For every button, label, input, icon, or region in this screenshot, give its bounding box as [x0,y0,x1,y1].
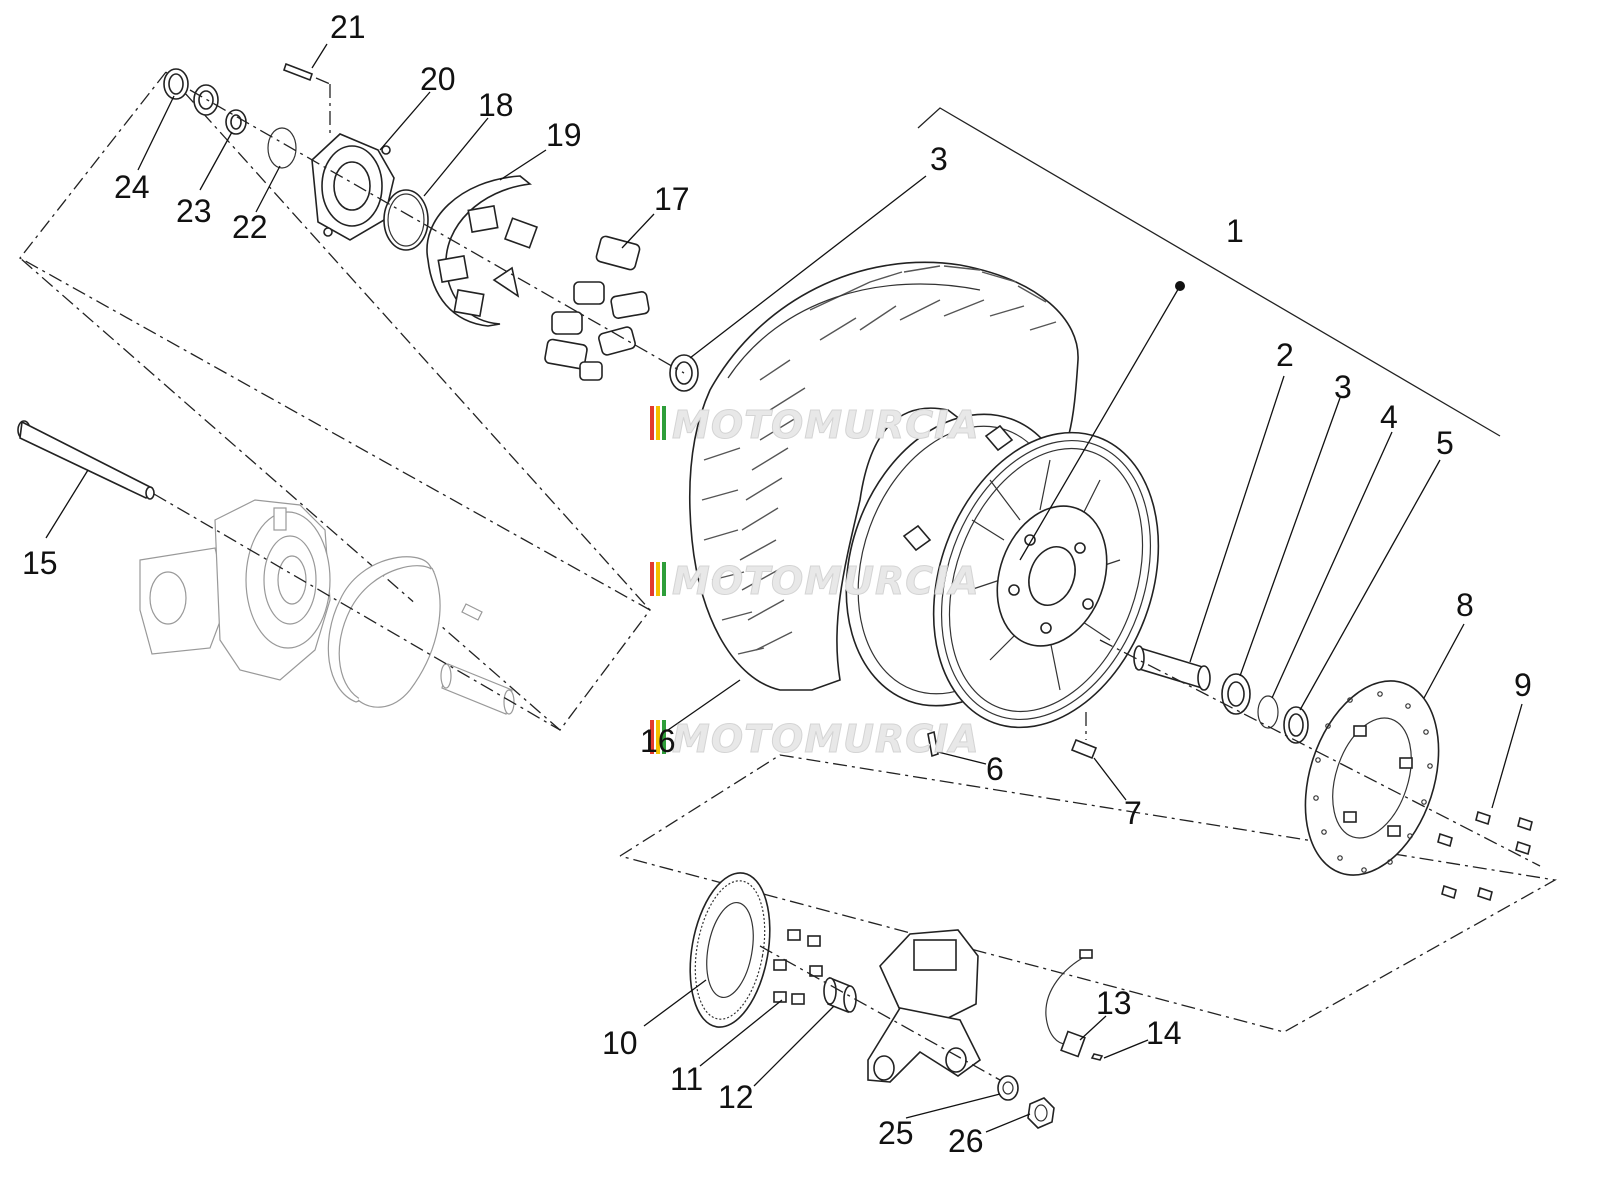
part-9-disc-bolts [1437,810,1533,902]
callout-4: 4 [1380,399,1398,435]
part-1-rim [845,413,1160,729]
callout-22: 22 [232,209,268,245]
callout-15: 15 [22,545,58,581]
part-2-spacer [1133,645,1211,691]
callout-19: 19 [546,117,582,153]
watermark-3: MOTOMURCIA [650,717,980,762]
part-7-tyre-valve [1070,738,1098,760]
part-16-tyre [688,261,1079,691]
part-13-abs-sensor [1045,949,1093,1058]
axis-bottom [759,945,1001,1081]
callout-1: 1 [1226,213,1244,249]
part-5-oil-seal [1283,706,1309,744]
part-21-stud [282,62,314,82]
part-19-cush-drive-plate [426,175,539,327]
rear-axle-shaft [17,420,155,500]
watermark-text: MOTOMURCIA [672,403,980,447]
callout-16: 16 [640,723,676,759]
part-23-bearing [193,84,247,135]
callout-26: 26 [948,1123,984,1159]
axis-axle [153,493,561,731]
callout-8: 8 [1456,587,1474,623]
callout-17: 17 [654,181,690,217]
part-6-valve-cap [927,730,939,758]
watermark-text: MOTOMURCIA [672,559,980,603]
callout-2: 2 [1276,337,1294,373]
callout-12: 12 [718,1079,754,1115]
axis-right [1099,639,1541,867]
callout-24: 24 [114,169,150,205]
part-18-o-ring [383,189,429,251]
brake-caliper-and-bracket [867,929,982,1083]
part-22-circlip [267,127,297,169]
part-8-brake-disc [1304,680,1440,876]
callout-13: 13 [1096,985,1132,1021]
callout-3-right: 3 [1334,369,1352,405]
axis-top [189,89,685,374]
callout-14: 14 [1146,1015,1182,1051]
stud-axis-line [315,77,331,85]
watermark-2: MOTOMURCIA [650,559,980,604]
callout-11: 11 [670,1061,703,1097]
part-25-washer-hole [1002,1081,1014,1095]
callout-6: 6 [986,751,1004,787]
watermark-1: MOTOMURCIA [650,403,980,448]
callout-9: 9 [1514,667,1532,703]
callout-3-top: 3 [930,141,948,177]
part-14-screw [1090,1053,1104,1061]
callout-25: 25 [878,1115,914,1151]
part-11-bolts [773,929,823,1005]
part-20-hub-flange [311,133,395,241]
callout-20: 20 [420,61,456,97]
part-17-rubber-dampers [544,235,650,381]
group-frame-top-left-edge [165,71,651,611]
callout-10: 10 [602,1025,638,1061]
callout-21: 21 [330,9,366,45]
part-3-wheel-bearing-right [1221,673,1251,715]
part-18-o-ring-inner [387,193,425,247]
part-10-abs-tone-ring [689,872,771,1028]
part-25-washer [997,1075,1019,1101]
callout-23: 23 [176,193,212,229]
callout-5: 5 [1436,425,1454,461]
final-drive-housing [139,499,515,715]
part-26-axle-nut [1027,1097,1055,1129]
callout-7: 7 [1124,795,1142,831]
part-24-oil-seal [163,68,189,100]
leader-lines [45,43,1523,1133]
callout-numbers: 1 2 3 3 4 5 6 7 8 9 10 11 12 13 14 15 16… [22,9,1532,1159]
group-frame-wheel [917,107,1501,437]
part-4-circlip [1257,695,1279,729]
callout-18: 18 [478,87,514,123]
part-12-bush [823,976,857,1014]
watermark-text: MOTOMURCIA [672,717,980,761]
